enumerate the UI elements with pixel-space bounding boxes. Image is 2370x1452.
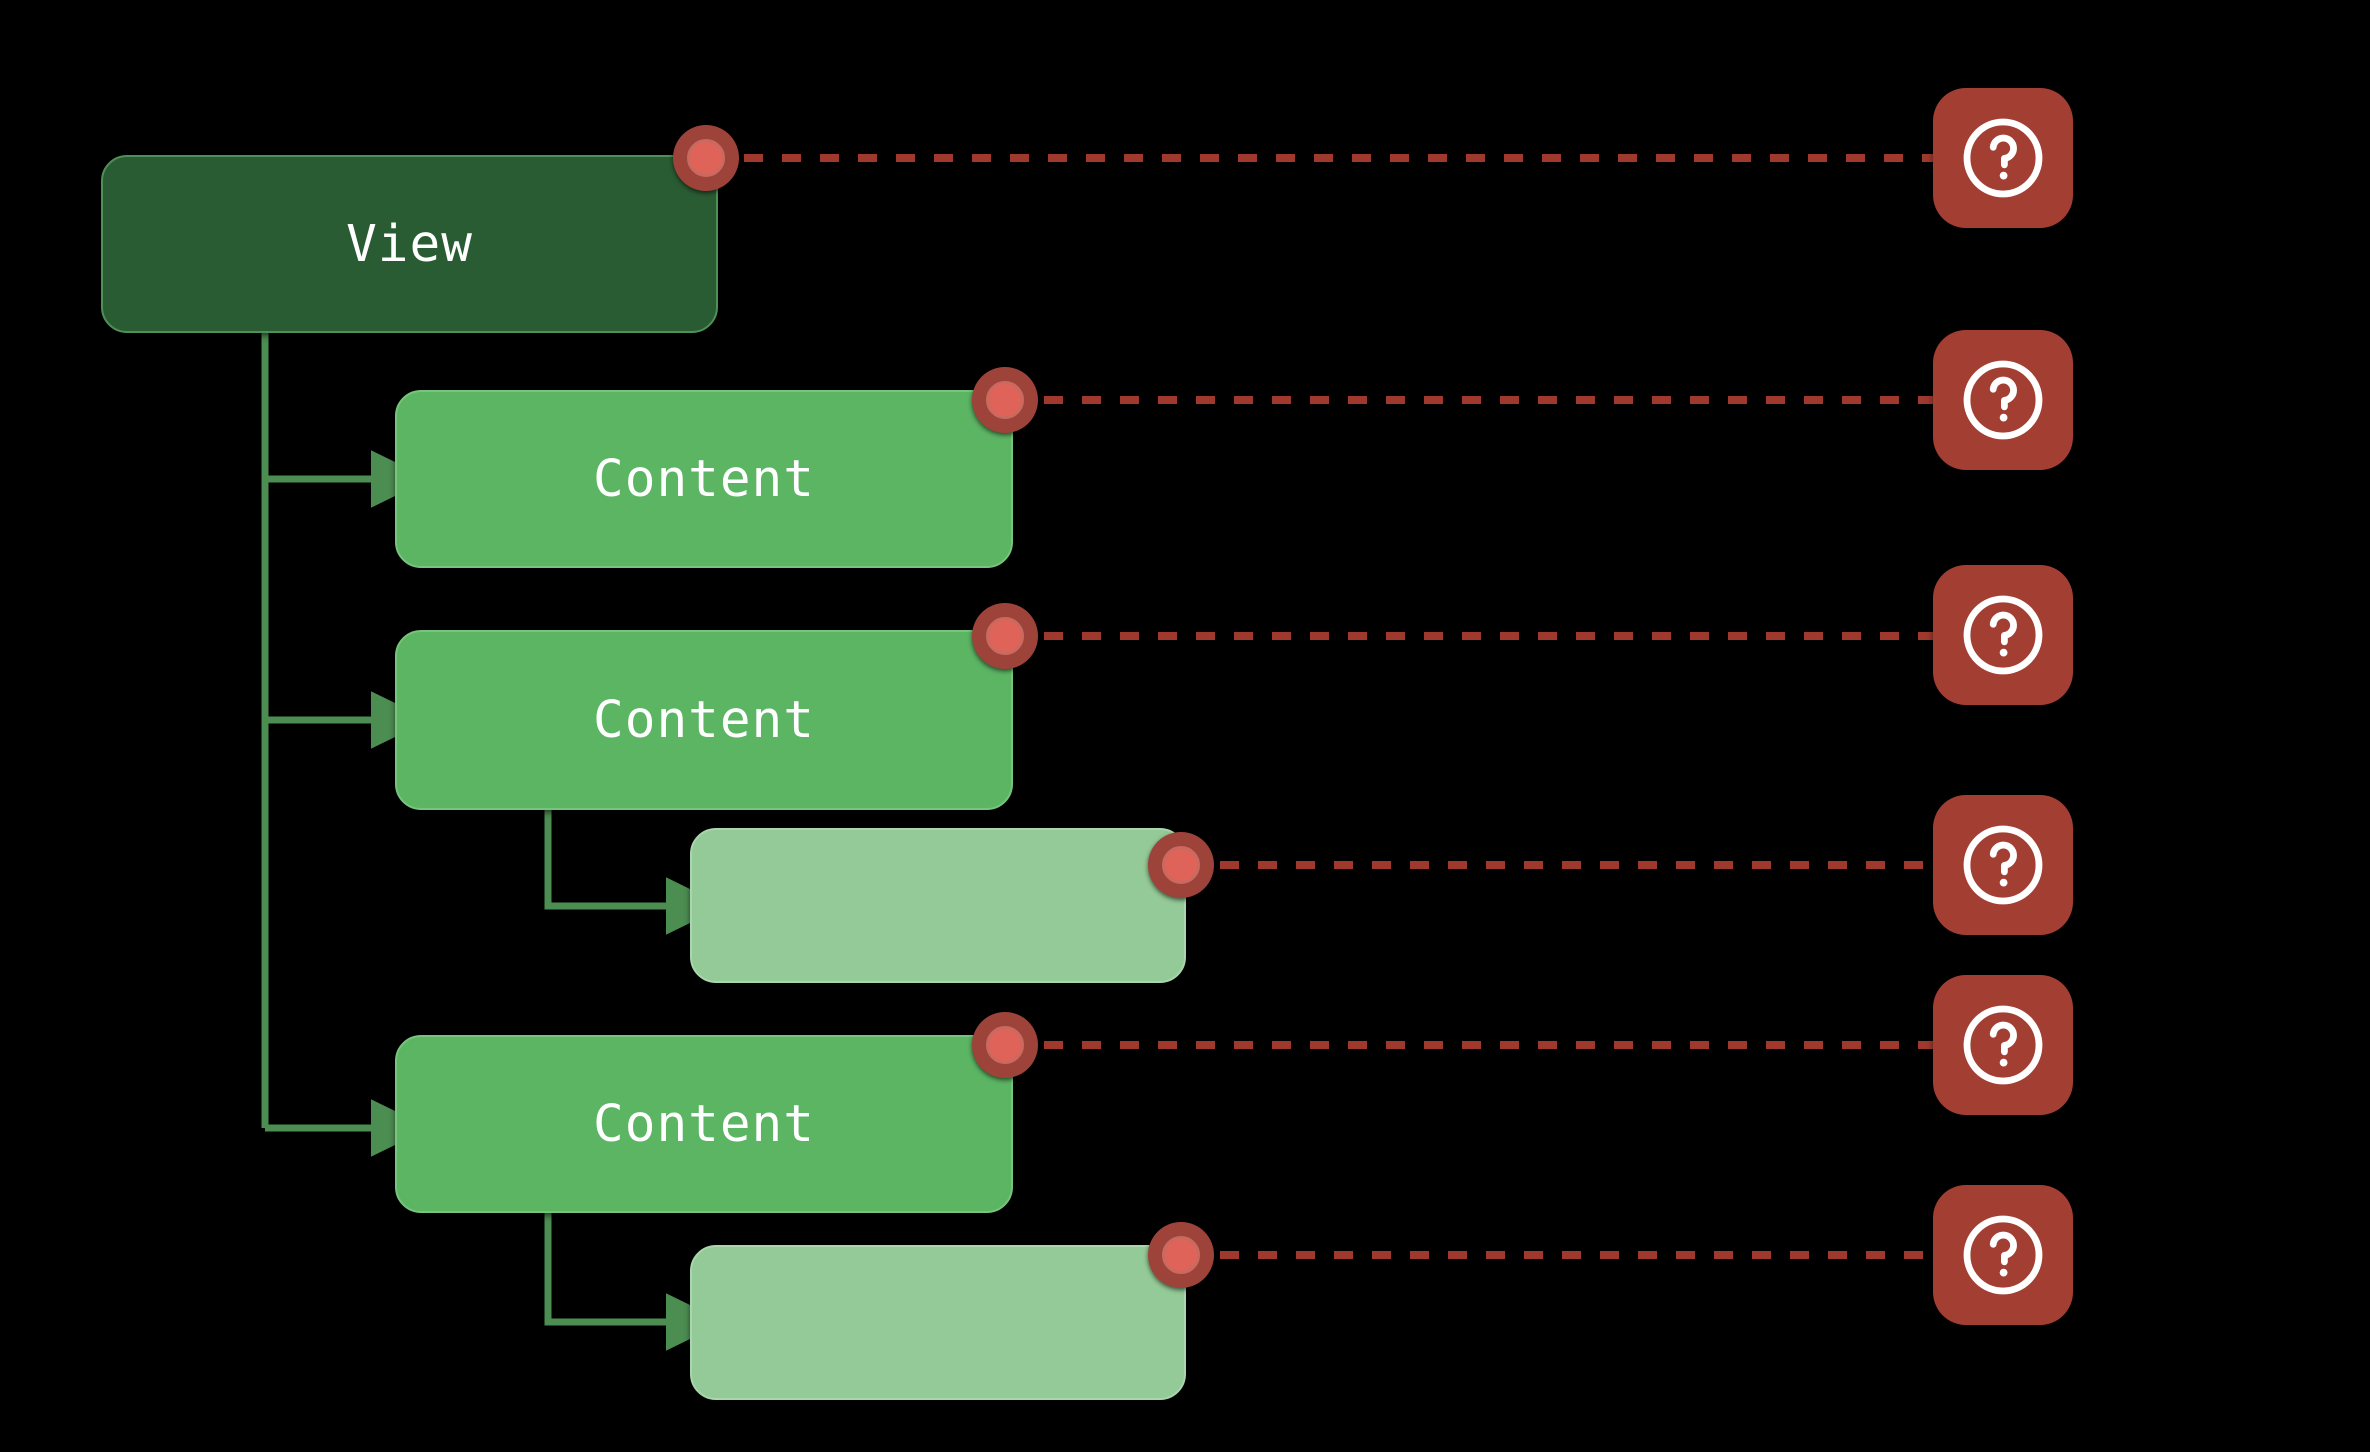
node-content-2[interactable]: Content: [395, 630, 1013, 810]
anchor-dot-4[interactable]: [1148, 832, 1214, 898]
node-leaf-2[interactable]: [690, 1245, 1186, 1400]
edge-content2-to-leaf1: [544, 810, 725, 935]
question-badge-1[interactable]: [1933, 88, 2073, 228]
anchor-dot-core-4: [1162, 846, 1200, 884]
callout-line-6: [1220, 1251, 1934, 1259]
question-mark-circle-icon: [1955, 110, 2051, 206]
question-badge-5[interactable]: [1933, 975, 2073, 1115]
anchor-dot-core-3: [986, 617, 1024, 655]
node-leaf-1[interactable]: [690, 828, 1186, 983]
callout-line-1: [744, 154, 1934, 162]
anchor-dot-5[interactable]: [972, 1012, 1038, 1078]
question-badge-4[interactable]: [1933, 795, 2073, 935]
callout-line-4: [1220, 861, 1934, 869]
question-mark-circle-icon: [1955, 587, 2051, 683]
question-mark-circle-icon: [1955, 1207, 2051, 1303]
callout-line-5: [1044, 1041, 1934, 1049]
anchor-dot-core-1: [687, 139, 725, 177]
anchor-dot-3[interactable]: [972, 603, 1038, 669]
edge-content3-to-leaf2: [544, 1213, 725, 1351]
question-mark-circle-icon: [1955, 817, 2051, 913]
node-content-1[interactable]: Content: [395, 390, 1013, 568]
anchor-dot-core-2: [986, 381, 1024, 419]
question-badge-6[interactable]: [1933, 1185, 2073, 1325]
question-mark-circle-icon: [1955, 352, 2051, 448]
callout-line-3: [1044, 632, 1934, 640]
question-badge-3[interactable]: [1933, 565, 2073, 705]
node-content-1-label: Content: [593, 449, 815, 509]
node-content-2-label: Content: [593, 690, 815, 750]
node-content-3-label: Content: [593, 1094, 815, 1154]
callout-line-2: [1044, 396, 1934, 404]
node-view[interactable]: View: [101, 155, 718, 333]
node-content-3[interactable]: Content: [395, 1035, 1013, 1213]
anchor-dot-2[interactable]: [972, 367, 1038, 433]
anchor-dot-6[interactable]: [1148, 1222, 1214, 1288]
anchor-dot-core-6: [1162, 1236, 1200, 1274]
node-view-label: View: [346, 214, 473, 274]
question-mark-circle-icon: [1955, 997, 2051, 1093]
anchor-dot-core-5: [986, 1026, 1024, 1064]
question-badge-2[interactable]: [1933, 330, 2073, 470]
anchor-dot-1[interactable]: [673, 125, 739, 191]
